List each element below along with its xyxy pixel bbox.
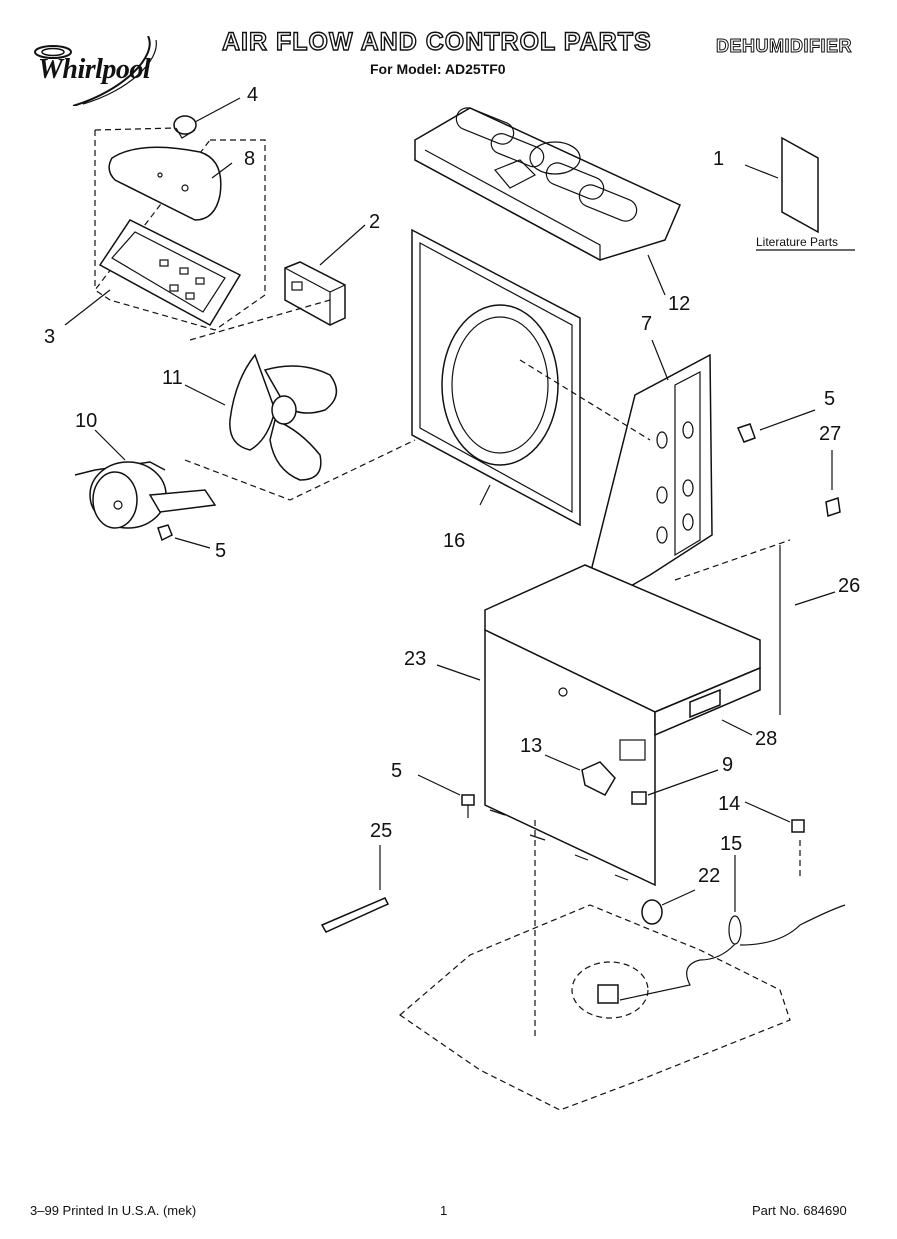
callout-23: 23 — [404, 648, 426, 670]
page-number: 1 — [440, 1203, 448, 1218]
callout-1: 1 — [713, 148, 724, 170]
callout-5a: 5 — [824, 388, 835, 410]
callout-7: 7 — [641, 313, 652, 335]
callout-14: 14 — [718, 793, 740, 815]
callout-22: 22 — [698, 865, 720, 887]
callout-5c: 5 — [391, 760, 402, 782]
fan-blade-part — [229, 353, 338, 481]
spacer-part — [689, 688, 721, 719]
leader-lines — [64, 97, 836, 912]
callout-8: 8 — [244, 148, 255, 170]
callout-16: 16 — [443, 530, 465, 552]
brand-name: Whirlpool — [38, 54, 151, 85]
literature-part — [756, 136, 855, 251]
base-pan-outline — [399, 904, 791, 1111]
callout-12: 12 — [668, 293, 690, 315]
clip-part — [631, 791, 647, 805]
callout-5b: 5 — [215, 540, 226, 562]
callout-10: 10 — [75, 410, 97, 432]
screw-part — [157, 524, 173, 542]
callout-9: 9 — [722, 754, 733, 776]
callout-27: 27 — [819, 423, 841, 445]
literature-parts-label: Literature Parts — [756, 235, 838, 249]
knob-part — [173, 115, 197, 139]
strip-part — [320, 897, 390, 933]
callout-25: 25 — [370, 820, 392, 842]
base-housing-part — [484, 564, 761, 887]
callout-3: 3 — [44, 326, 55, 348]
callout-13: 13 — [520, 735, 542, 757]
top-grille-part — [414, 107, 681, 262]
clamp-part — [641, 899, 663, 925]
screw-part — [461, 794, 475, 818]
screw-14-part — [791, 819, 805, 833]
model-line: For Model: AD25TF0 — [370, 61, 506, 77]
screw-27-part — [825, 497, 841, 517]
page-title: AIR FLOW AND CONTROL PARTS — [221, 27, 652, 56]
callout-4: 4 — [247, 84, 258, 106]
switch-part — [581, 761, 616, 796]
control-overlay-part — [108, 146, 222, 221]
fan-motor-part — [74, 461, 217, 529]
control-group-outline — [94, 127, 266, 331]
callout-26: 26 — [838, 575, 860, 597]
logo-swoosh-icon — [34, 36, 157, 106]
callout-11: 11 — [162, 367, 183, 389]
whirlpool-logo: Whirlpool — [28, 36, 168, 106]
callout-2: 2 — [369, 211, 380, 233]
product-name: DEHUMIDIFIER — [716, 36, 853, 57]
power-cord-part — [597, 904, 846, 1004]
screw-part — [736, 423, 756, 443]
orifice-panel-part — [411, 228, 581, 527]
base-pan-recess — [571, 961, 649, 1019]
callout-15: 15 — [720, 833, 742, 855]
print-date: 3–99 Printed In U.S.A. (mek) — [30, 1203, 197, 1218]
relay-part — [284, 261, 346, 326]
callout-28: 28 — [755, 728, 777, 750]
part-number: Part No. 684690 — [752, 1203, 847, 1218]
control-panel-part — [98, 219, 242, 327]
